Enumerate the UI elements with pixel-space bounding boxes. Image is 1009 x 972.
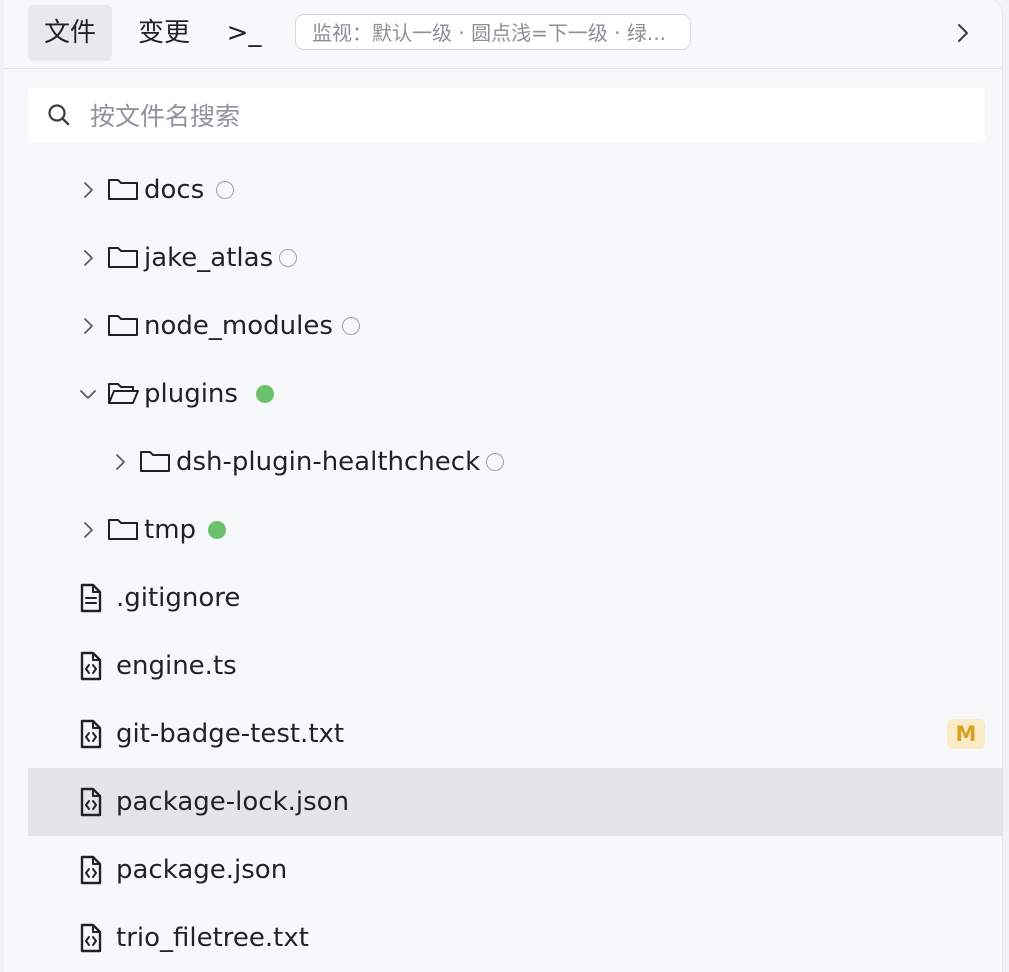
tree-item-label: plugins [144, 379, 238, 409]
tree-item-label: jake_atlas [144, 243, 274, 273]
watch-active-dot[interactable] [208, 521, 226, 539]
chevron-right-icon[interactable] [76, 246, 100, 270]
tree-item-label: git-badge-test.txt [116, 719, 345, 749]
tree-folder-row[interactable]: jake_atlas [28, 224, 1002, 292]
search-icon [48, 104, 70, 126]
chevron-right-icon[interactable] [76, 518, 100, 542]
chevron-right-icon[interactable] [948, 18, 978, 48]
tree-item-label: engine.ts [116, 651, 237, 681]
tab-changes[interactable]: 变更 [137, 18, 190, 48]
tree-item-label: node_modules [144, 311, 333, 341]
folder-icon [108, 315, 138, 336]
chevron-right-icon[interactable] [76, 178, 100, 202]
file-explorer-panel: 文件 变更 >_ 监视：默认一级 · 圆点浅=下一级 · 绿... docs ja… [4, 0, 1003, 972]
tree-file-row[interactable]: git-badge-test.txt M [28, 700, 1002, 768]
folder-icon [108, 247, 138, 268]
search-box [28, 88, 985, 144]
tree-folder-row[interactable]: dsh-plugin-healthcheck [28, 428, 1002, 496]
tree-item-label: docs [144, 175, 205, 205]
tree-item-label: .gitignore [116, 583, 241, 613]
tree-item-label: tmp [144, 515, 197, 545]
watch-inactive-dot[interactable] [486, 453, 504, 471]
code-file-icon [80, 855, 102, 885]
watch-inactive-dot[interactable] [279, 249, 297, 267]
tree-item-label: package-lock.json [116, 787, 350, 817]
code-file-icon [80, 719, 102, 749]
tree-file-row[interactable]: .gitignore [28, 564, 1002, 632]
code-file-icon [80, 923, 102, 953]
folder-open-icon [108, 383, 139, 404]
search-input[interactable] [88, 88, 972, 144]
tab-terminal[interactable]: >_ [226, 18, 262, 48]
watch-hint: 监视：默认一级 · 圆点浅=下一级 · 绿... [295, 14, 691, 50]
folder-icon [108, 519, 138, 540]
tree-file-row[interactable]: package-lock.json [28, 768, 1002, 836]
folder-icon [108, 179, 138, 200]
tree-item-label: package.json [116, 855, 288, 885]
folder-icon [140, 451, 170, 472]
watch-inactive-dot[interactable] [216, 181, 234, 199]
code-file-icon [80, 787, 102, 817]
tree-file-row[interactable]: trio_filetree.txt [28, 904, 1002, 972]
tree-folder-row[interactable]: plugins [28, 360, 1002, 428]
chevron-down-icon[interactable] [76, 382, 100, 406]
tree-folder-row[interactable]: node_modules [28, 292, 1002, 360]
watch-active-dot[interactable] [256, 385, 274, 403]
tree-item-label: dsh-plugin-healthcheck [176, 447, 481, 477]
chevron-right-icon[interactable] [76, 314, 100, 338]
tab-files[interactable]: 文件 [28, 5, 112, 61]
chevron-right-icon[interactable] [108, 450, 132, 474]
tree-folder-row[interactable]: tmp [28, 496, 1002, 564]
top-bar: 文件 变更 >_ 监视：默认一级 · 圆点浅=下一级 · 绿... [4, 0, 1002, 69]
tree-file-row[interactable]: engine.ts [28, 632, 1002, 700]
tree-file-row[interactable]: package.json [28, 836, 1002, 904]
tree-item-label: trio_filetree.txt [116, 923, 309, 953]
git-modified-badge: M [947, 719, 985, 749]
text-file-icon [80, 583, 102, 613]
tree-folder-row[interactable]: docs [28, 156, 1002, 224]
code-file-icon [80, 651, 102, 681]
watch-inactive-dot[interactable] [342, 317, 360, 335]
